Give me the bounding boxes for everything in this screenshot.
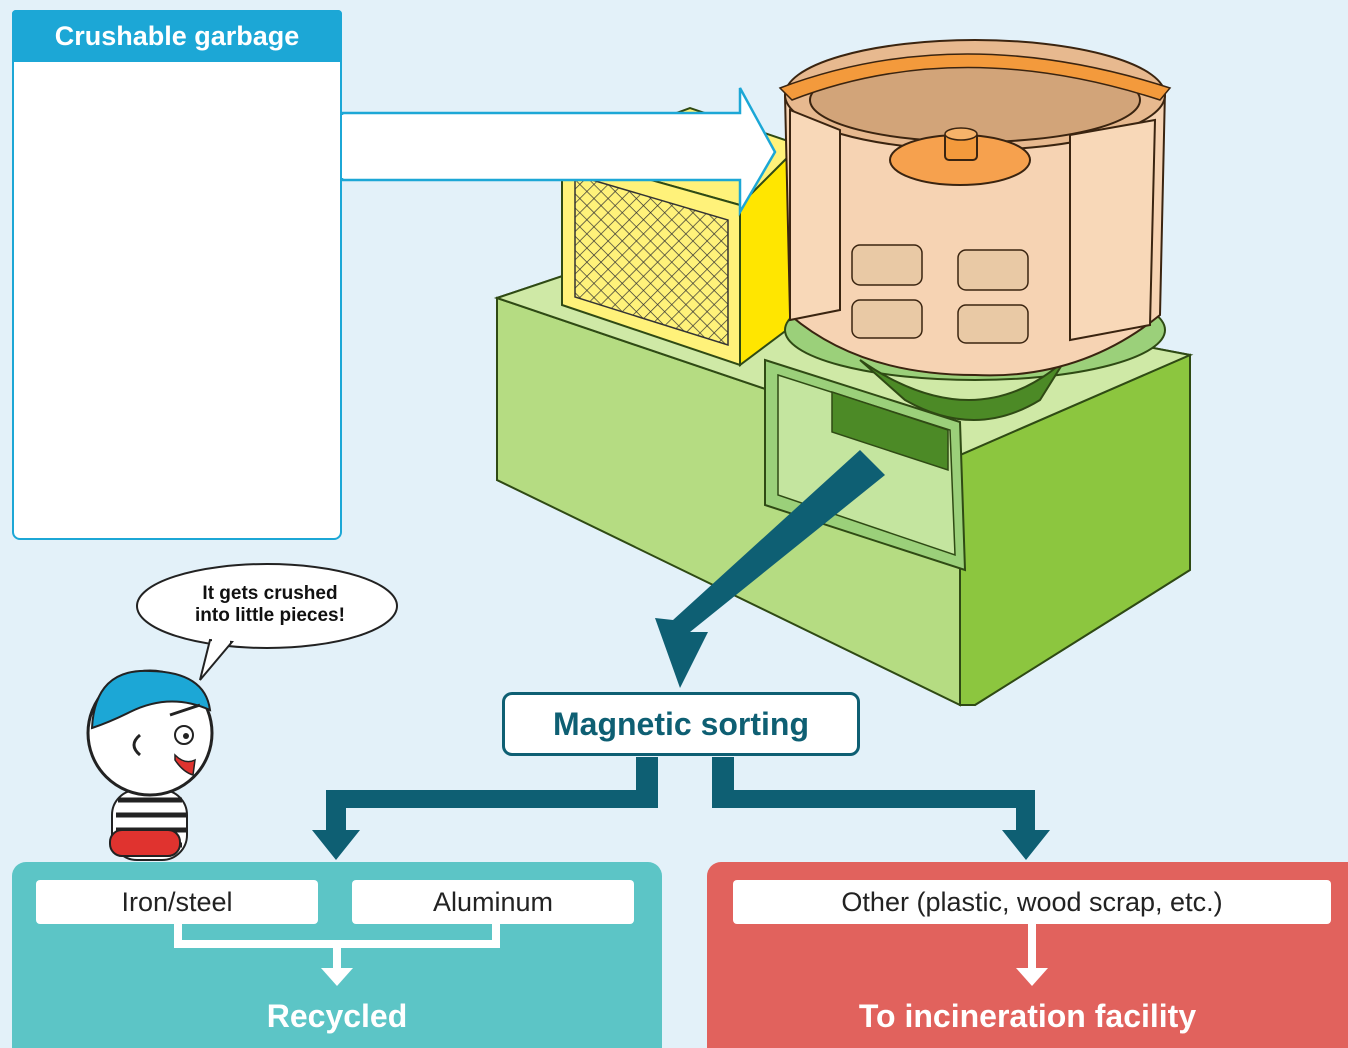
speech-line-1: It gets crushed bbox=[202, 583, 338, 604]
magnetic-sorting-box: Magnetic sorting bbox=[502, 692, 860, 756]
incineration-result: To incineration facility bbox=[858, 998, 1197, 1034]
iron-steel-label: Iron/steel bbox=[36, 880, 318, 924]
input-arrow bbox=[338, 87, 777, 217]
mesh-screen bbox=[558, 106, 802, 367]
other-materials-label: Other (plastic, wood scrap, etc.) bbox=[733, 880, 1331, 924]
flow-arrows bbox=[312, 450, 1050, 860]
recycled-panel: Iron/steel Aluminum Recycled bbox=[12, 862, 662, 1048]
mascot-character bbox=[86, 669, 214, 861]
incineration-panel: Other (plastic, wood scrap, etc.) To inc… bbox=[707, 862, 1348, 1048]
crushable-garbage-panel bbox=[12, 10, 342, 540]
recycle-merge-arrow bbox=[174, 924, 500, 986]
speech-line-2: into little pieces! bbox=[195, 605, 345, 626]
speech-text: It gets crushed into little pieces! bbox=[150, 583, 390, 627]
speech-bubble bbox=[136, 563, 398, 681]
crusher-drum bbox=[778, 39, 1172, 421]
aluminum-label: Aluminum bbox=[352, 880, 634, 924]
incineration-arrow bbox=[1016, 924, 1048, 986]
panel-title: Crushable garbage bbox=[12, 10, 342, 62]
recycled-result: Recycled bbox=[266, 998, 408, 1034]
